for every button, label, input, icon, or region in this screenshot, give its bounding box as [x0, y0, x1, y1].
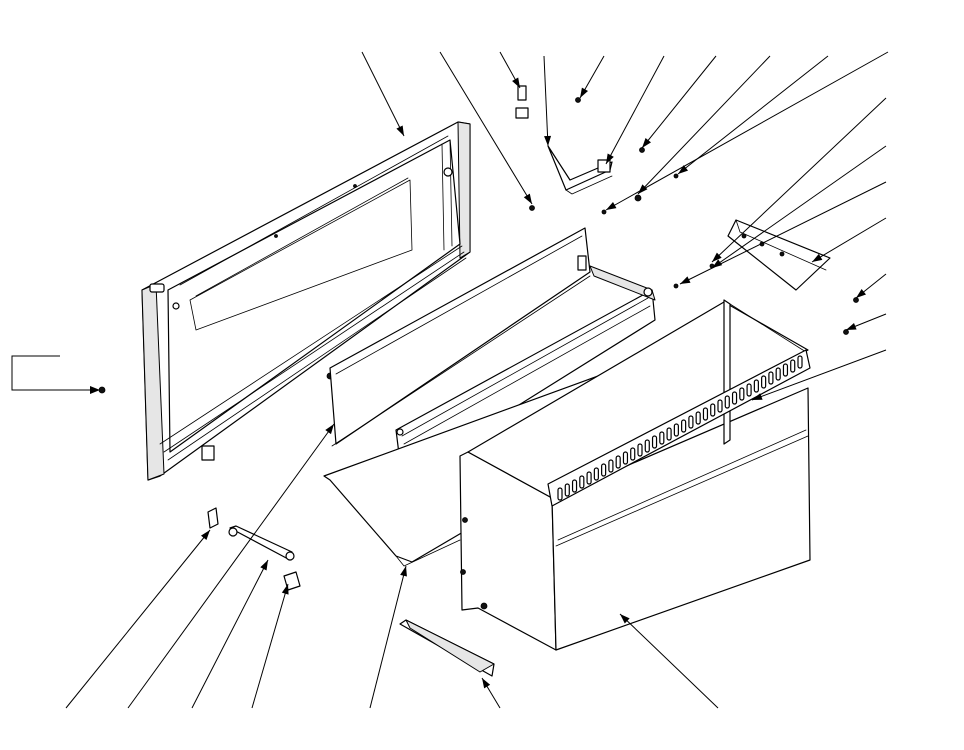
vent-slot — [564, 483, 570, 497]
vent-slot — [768, 371, 774, 385]
callout-leader-line — [439, 51, 533, 205]
vent-slot — [761, 375, 767, 389]
callout-leader-line — [605, 51, 889, 211]
vent-slot — [717, 399, 723, 413]
callout-arrowhead — [812, 253, 823, 262]
vent-slot — [557, 487, 563, 501]
callout-arrowhead — [606, 153, 614, 164]
callout-arrowhead — [752, 393, 763, 400]
vent-slot — [688, 415, 694, 429]
vent-slot — [571, 479, 578, 493]
vent-slot — [586, 471, 592, 485]
mounting-rail — [727, 219, 831, 291]
vent-slot — [746, 383, 752, 397]
door-handle-cap — [149, 283, 165, 293]
callout-leader-line — [361, 51, 405, 137]
vent-slot — [608, 459, 614, 473]
clip-bracket — [515, 85, 529, 119]
vent-slot — [681, 419, 687, 433]
callout-leader-line — [543, 55, 549, 147]
callout-leader-line — [251, 583, 289, 709]
callout-leader-line — [641, 55, 717, 149]
crumb-deflector — [399, 619, 495, 677]
callout-leader-line — [65, 529, 211, 709]
callout-arrowhead — [606, 202, 617, 210]
vent-slot — [797, 355, 803, 369]
vent-slot — [673, 423, 679, 437]
callout-leader-line — [127, 423, 335, 709]
hinge-bracket — [547, 145, 613, 195]
vent-slot — [659, 431, 665, 445]
callout-arrowhead — [712, 252, 722, 262]
vent-slot — [782, 363, 789, 377]
vent-slot — [579, 475, 585, 489]
callout-leaders — [65, 51, 889, 709]
callout-arrowhead — [281, 584, 289, 595]
vent-slot — [739, 387, 745, 401]
latch-clip — [207, 507, 219, 529]
base-cabinet — [459, 299, 811, 651]
callout-arrowhead — [544, 135, 552, 146]
callout-arrowhead — [580, 87, 589, 98]
callout-leader-line — [711, 145, 887, 269]
callout-leader-line — [811, 217, 887, 263]
vent-slot — [702, 407, 709, 421]
vent-slot — [615, 455, 621, 469]
spacer-rod — [228, 525, 295, 561]
callout-arrowhead — [856, 289, 866, 298]
callout-leader-line — [679, 181, 887, 285]
callout-arrowhead — [482, 678, 491, 689]
screw — [98, 97, 859, 394]
vent-slot — [710, 403, 716, 417]
callout-arrowhead — [620, 614, 630, 624]
vent-slot — [644, 439, 650, 453]
callout-leader-line — [751, 349, 887, 401]
callout-arrowhead — [325, 424, 334, 435]
callout-arrowhead — [512, 77, 520, 88]
vent-slot — [666, 427, 672, 441]
vent-slot — [790, 359, 796, 373]
callout-arrowhead — [260, 560, 268, 571]
vent-slot — [724, 395, 730, 409]
callout-arrowhead — [523, 193, 532, 204]
callout-arrowhead — [678, 165, 689, 174]
callout-leader-line — [619, 613, 719, 709]
callout-box — [11, 355, 100, 394]
vent-slot — [601, 463, 607, 477]
callout-arrowhead — [712, 259, 723, 268]
vent-slot — [637, 443, 643, 457]
callout-arrowhead — [200, 530, 210, 540]
callout-arrowhead — [396, 125, 404, 136]
door-frame — [141, 121, 471, 481]
callout-arrowhead — [846, 323, 857, 330]
callout-leader-line — [605, 55, 665, 165]
vent-slot — [695, 411, 701, 425]
callout-arrowhead — [400, 566, 407, 577]
callout-leader-line — [369, 565, 407, 709]
vent-slot — [731, 391, 738, 405]
vent-slot — [651, 435, 658, 449]
vent-slot — [753, 379, 759, 393]
callout-leader-line — [637, 55, 771, 195]
callout-leader-line — [677, 55, 829, 175]
vent-slot — [593, 467, 599, 481]
vent-slot — [622, 451, 629, 465]
callout-arrowhead — [680, 276, 691, 284]
callout-leader-line — [711, 97, 887, 263]
vent-slot — [775, 367, 781, 381]
vent-slot — [630, 447, 636, 461]
callout-leader-line — [191, 559, 269, 709]
callout-arrowhead — [642, 138, 651, 148]
glass-pane — [329, 227, 591, 447]
louvered-vent — [547, 349, 811, 507]
